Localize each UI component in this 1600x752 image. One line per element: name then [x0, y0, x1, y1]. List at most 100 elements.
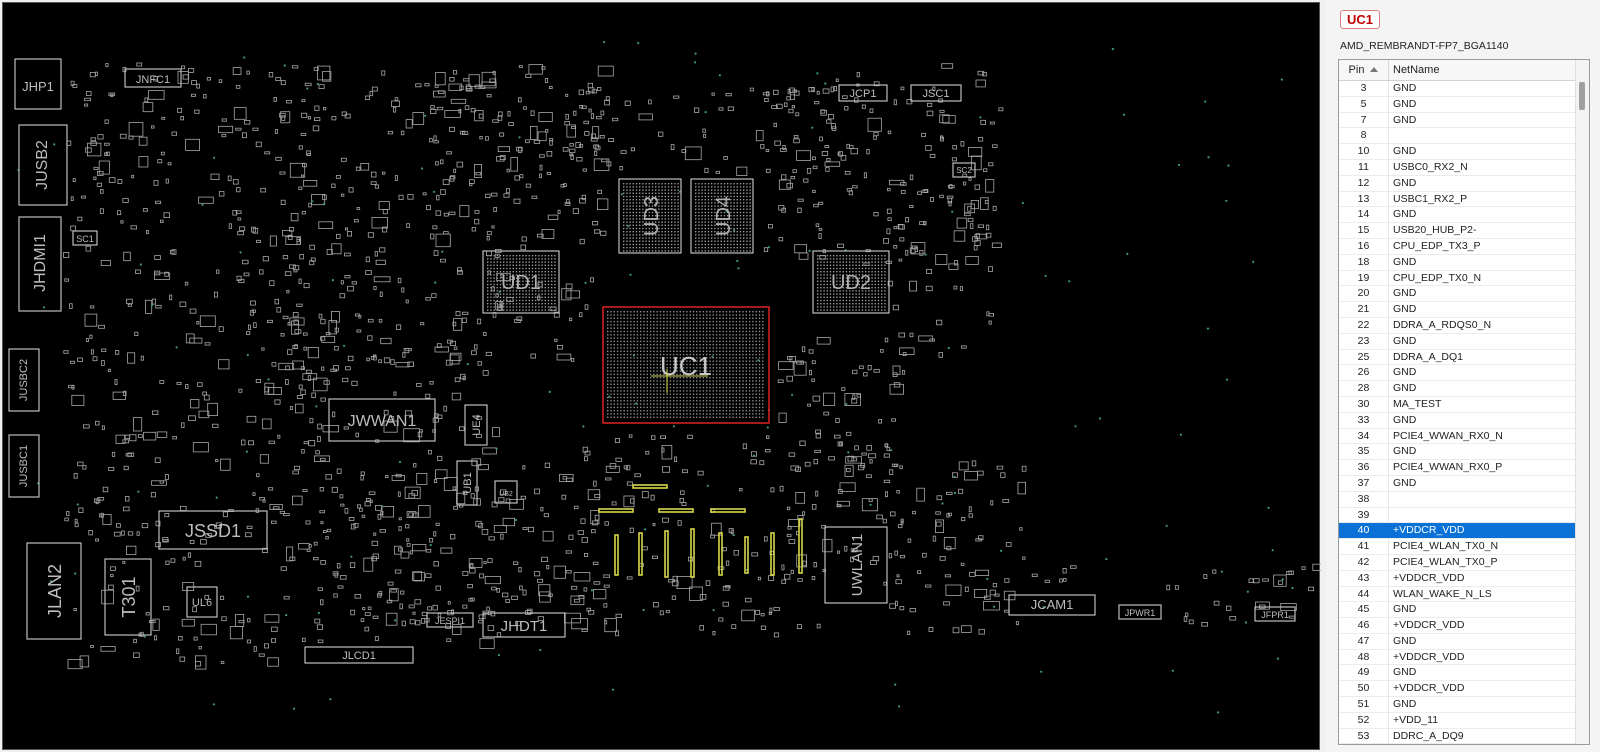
jwwan1-outline[interactable] — [328, 398, 436, 442]
pin-cell: 20 — [1339, 286, 1389, 302]
t301-outline[interactable] — [104, 558, 152, 636]
jhdmi1-outline[interactable] — [18, 216, 62, 312]
ub1-outline[interactable] — [456, 460, 478, 506]
jusbc1-outline[interactable] — [8, 434, 40, 498]
ub2-label: UB2 — [499, 491, 513, 498]
jespi1-outline[interactable] — [426, 612, 474, 628]
table-row[interactable]: 52+VDD_11 — [1339, 712, 1575, 729]
jssd1-outline[interactable] — [158, 510, 268, 550]
jhdmi1-label: JHDMI1 — [32, 234, 49, 292]
ud1-outline[interactable] — [482, 250, 560, 314]
netname-cell: +VDDCR_VDD — [1393, 619, 1465, 632]
jlcd1-outline[interactable] — [304, 646, 414, 664]
vertical-scrollbar[interactable] — [1575, 60, 1589, 744]
jhdt1-outline[interactable] — [482, 612, 566, 638]
t301-label: T301 — [119, 576, 139, 617]
jpwr1-outline[interactable] — [1118, 604, 1162, 620]
ud4-outline[interactable] — [690, 178, 754, 254]
jlan2-outline[interactable] — [26, 542, 82, 640]
jhp1-outline[interactable] — [14, 58, 62, 110]
jwwan1-label: JWWAN1 — [348, 413, 417, 430]
highlighted-net-traces — [598, 484, 803, 578]
jnfc1-outline[interactable] — [124, 68, 182, 88]
ud3-outline[interactable] — [618, 178, 682, 254]
uwlan1-outline[interactable] — [824, 526, 888, 604]
table-row[interactable]: 43+VDDCR_VDD — [1339, 570, 1575, 587]
netname-cell: PCIE4_WWAN_RX0_N — [1393, 429, 1503, 442]
table-row[interactable]: 40+VDDCR_VDD — [1339, 523, 1575, 540]
jfpr1-outline[interactable] — [1254, 606, 1296, 622]
jsc1-outline[interactable] — [910, 84, 962, 102]
jusbc2-outline[interactable] — [8, 348, 40, 412]
sc2-outline[interactable] — [952, 162, 976, 178]
table-row[interactable]: 8 — [1339, 128, 1575, 145]
jsc1-label: JSC1 — [923, 88, 950, 100]
ub1-label: UB1 — [462, 472, 474, 493]
jcp1-outline[interactable] — [838, 84, 888, 102]
bga-pin-arrays — [487, 183, 886, 418]
sc1-outline[interactable] — [72, 230, 98, 246]
ue4-outline[interactable] — [464, 404, 488, 446]
ud2-outline[interactable] — [812, 250, 890, 314]
pin-cell: 41 — [1339, 539, 1389, 554]
table-row[interactable]: 39 — [1339, 507, 1575, 524]
table-row[interactable]: 46+VDDCR_VDD — [1339, 618, 1575, 634]
jpwr1-label: JPWR1 — [1125, 608, 1156, 618]
netname-column-header[interactable]: NetName — [1393, 64, 1440, 76]
pin-column-header[interactable]: Pin — [1339, 60, 1389, 80]
ul6-outline[interactable] — [186, 586, 218, 618]
board-canvas[interactable]: JHP1 JNFC1 JUSB2 JHDMI1 SC1 JUSBC2 JUSBC… — [3, 3, 1321, 751]
scrollbar-thumb[interactable] — [1579, 82, 1585, 110]
board-view[interactable]: JHP1 JNFC1 JUSB2 JHDMI1 SC1 JUSBC2 JUSBC… — [2, 2, 1321, 751]
table-row[interactable]: 38 — [1339, 491, 1575, 508]
ub2-outline[interactable] — [494, 480, 518, 504]
table-row[interactable]: 50+VDDCR_VDD — [1339, 681, 1575, 698]
ud1-label: UD1 — [501, 272, 541, 294]
pin-cell: 40 — [1339, 523, 1389, 539]
component-name-badge[interactable]: UC1 — [1340, 10, 1381, 29]
jcam1-outline[interactable] — [1008, 594, 1096, 616]
jusb2-outline[interactable] — [18, 124, 68, 206]
pin-cell: 26 — [1339, 365, 1389, 381]
table-row[interactable]: 48+VDDCR_VDD — [1339, 649, 1575, 666]
ud3-label: UD3 — [641, 196, 663, 236]
pin-cell: 16 — [1339, 238, 1389, 254]
netname-cell: MA_TEST — [1393, 397, 1442, 410]
uc1-highlight-outline[interactable] — [602, 306, 770, 424]
netname-cell: GND — [1393, 666, 1417, 679]
